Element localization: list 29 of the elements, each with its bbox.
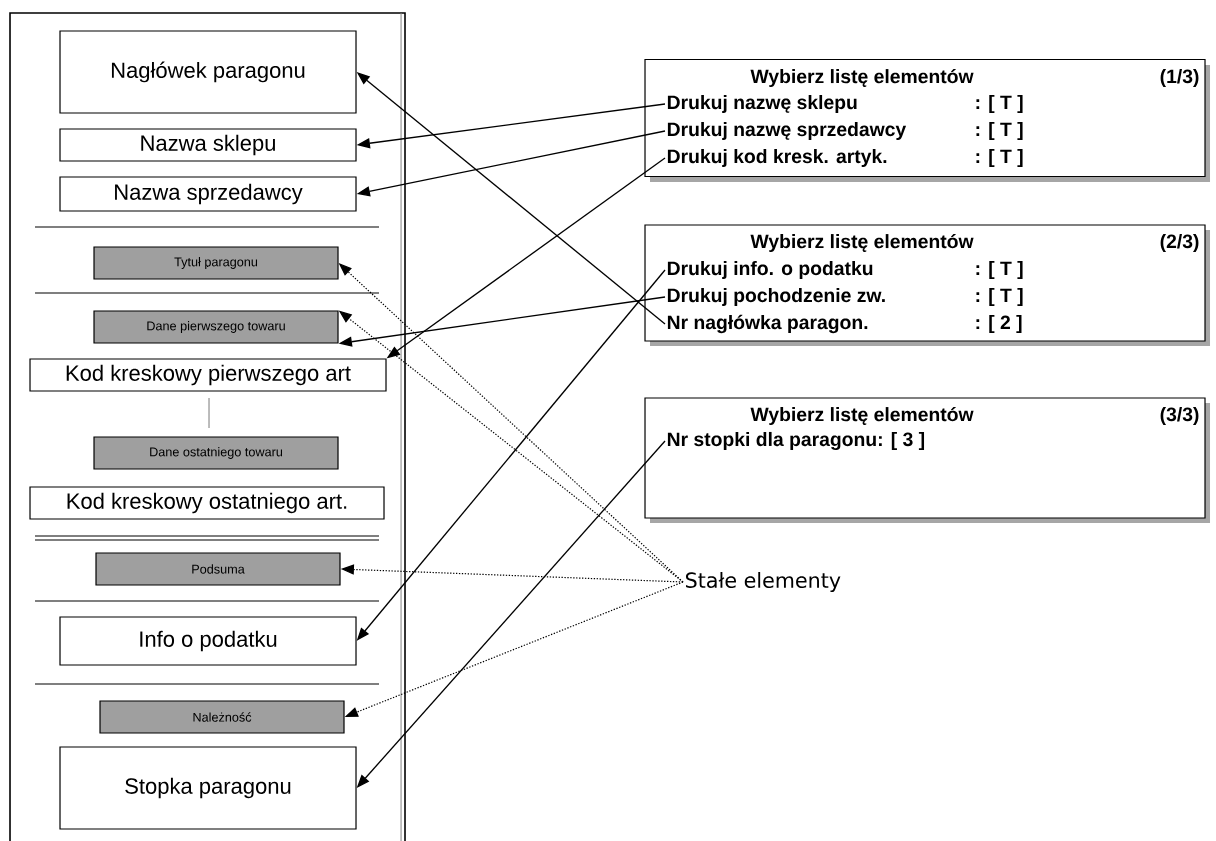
receipt-section-box: Info o podatku [59, 616, 357, 666]
menu-panel [644, 58, 1210, 182]
page-counter: (1/3) [1160, 69, 1199, 87]
receipt-section-box: Nazwa sklepu [59, 128, 357, 162]
receipt-section-bar: Należność [99, 700, 345, 734]
receipt-section-bar: Dane ostatniego towaru [93, 436, 339, 470]
receipt-section-bar: Dane pierwszego towaru [93, 310, 339, 344]
menu-option: Nr nagłówka paragon. : [ 2 ] [667, 314, 1022, 334]
menu-option: Drukuj nazwę sprzedawcy : [ T ] [667, 122, 1023, 140]
receipt-section-bar: Tytuł paragonu [93, 246, 339, 280]
menu-panel [644, 397, 1210, 523]
menu-option: Drukuj kod kresk. artyk. : [ T ] [667, 149, 1023, 167]
menu-option: Drukuj info. o podatku : [ T ] [667, 261, 1023, 279]
receipt-section-box: Kod kreskowy ostatniego art. [29, 486, 385, 520]
note-text: Stałe elementy [685, 572, 841, 592]
panel-title: Wybierz listę elementów [750, 406, 974, 426]
receipt-section-box: Nazwa sprzedawcy [59, 176, 357, 212]
receipt-section-bar: Podsuma [95, 552, 341, 586]
menu-option: Drukuj pochodzenie zw. : [ T ] [667, 288, 1023, 306]
menu-option: Drukuj nazwę sklepu : [ T ] [667, 95, 1023, 113]
receipt-section-box: Nagłówek paragonu [59, 30, 357, 114]
receipt-section-box: Kod kreskowy pierwszego art [29, 358, 387, 392]
menu-option: Nr stopki dla paragonu: [ 3 ] [667, 431, 925, 451]
menu-panel [644, 224, 1210, 346]
page-counter: (2/3) [1160, 234, 1199, 252]
page-counter: (3/3) [1160, 407, 1199, 425]
panel-title: Wybierz listę elementów [750, 68, 974, 88]
receipt-section-box: Stopka paragonu [59, 746, 357, 830]
panel-title: Wybierz listę elementów [750, 233, 974, 253]
